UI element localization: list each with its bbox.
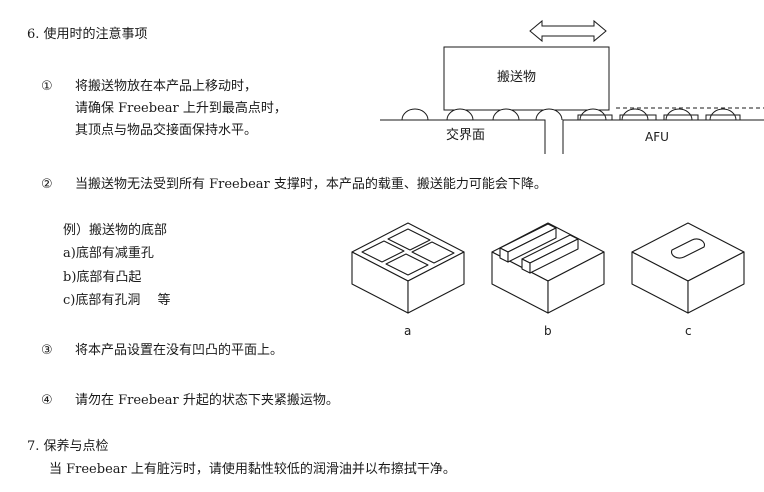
example-a: a)底部有减重孔 — [63, 246, 154, 261]
item-2-text: 当搬送物无法受到所有 Freebear 支撑时，本产品的载重、搬送能力可能会下降… — [75, 177, 547, 192]
interface-label: 交界面 — [446, 128, 486, 143]
item-4-marker: ④ — [41, 393, 53, 408]
label-a: a — [404, 324, 412, 338]
item-3-marker: ③ — [41, 343, 53, 358]
label-b: b — [544, 324, 552, 338]
item-2-marker: ② — [41, 177, 53, 192]
section-6-heading: 6. 使用时的注意事项 — [27, 27, 148, 42]
item-4-text: 请勿在 Freebear 升起的状态下夹紧搬运物。 — [75, 393, 339, 408]
example-c: c)底部有孔洞 等 — [63, 293, 171, 308]
load-box — [443, 46, 610, 111]
item-1-line-2: 请确保 Freebear 上升到最高点时， — [75, 101, 287, 116]
item-1-line-3: 其顶点与物品交接面保持水平。 — [75, 123, 258, 138]
example-b: b)底部有凸起 — [63, 270, 142, 285]
transfer-diagram — [380, 19, 764, 154]
section-7-heading: 7. 保养与点检 — [27, 439, 109, 454]
load-label: 搬送物 — [497, 70, 537, 85]
label-c: c — [685, 324, 692, 338]
block-a-illustration — [351, 222, 465, 314]
item-1-line-1: 将搬送物放在本产品上移动时， — [75, 79, 258, 94]
double-arrow-icon — [529, 19, 607, 43]
example-title: 例）搬送物的底部 — [63, 223, 168, 238]
item-3-text: 将本产品设置在没有凹凸的平面上。 — [75, 343, 284, 358]
item-1-marker: ① — [41, 79, 53, 94]
afu-label: AFU — [645, 130, 669, 144]
block-c-illustration — [631, 222, 745, 314]
block-b-illustration — [491, 222, 605, 314]
section-7-text: 当 Freebear 上有脏污时，请使用黏性较低的润滑油并以布擦拭干净。 — [49, 462, 456, 477]
